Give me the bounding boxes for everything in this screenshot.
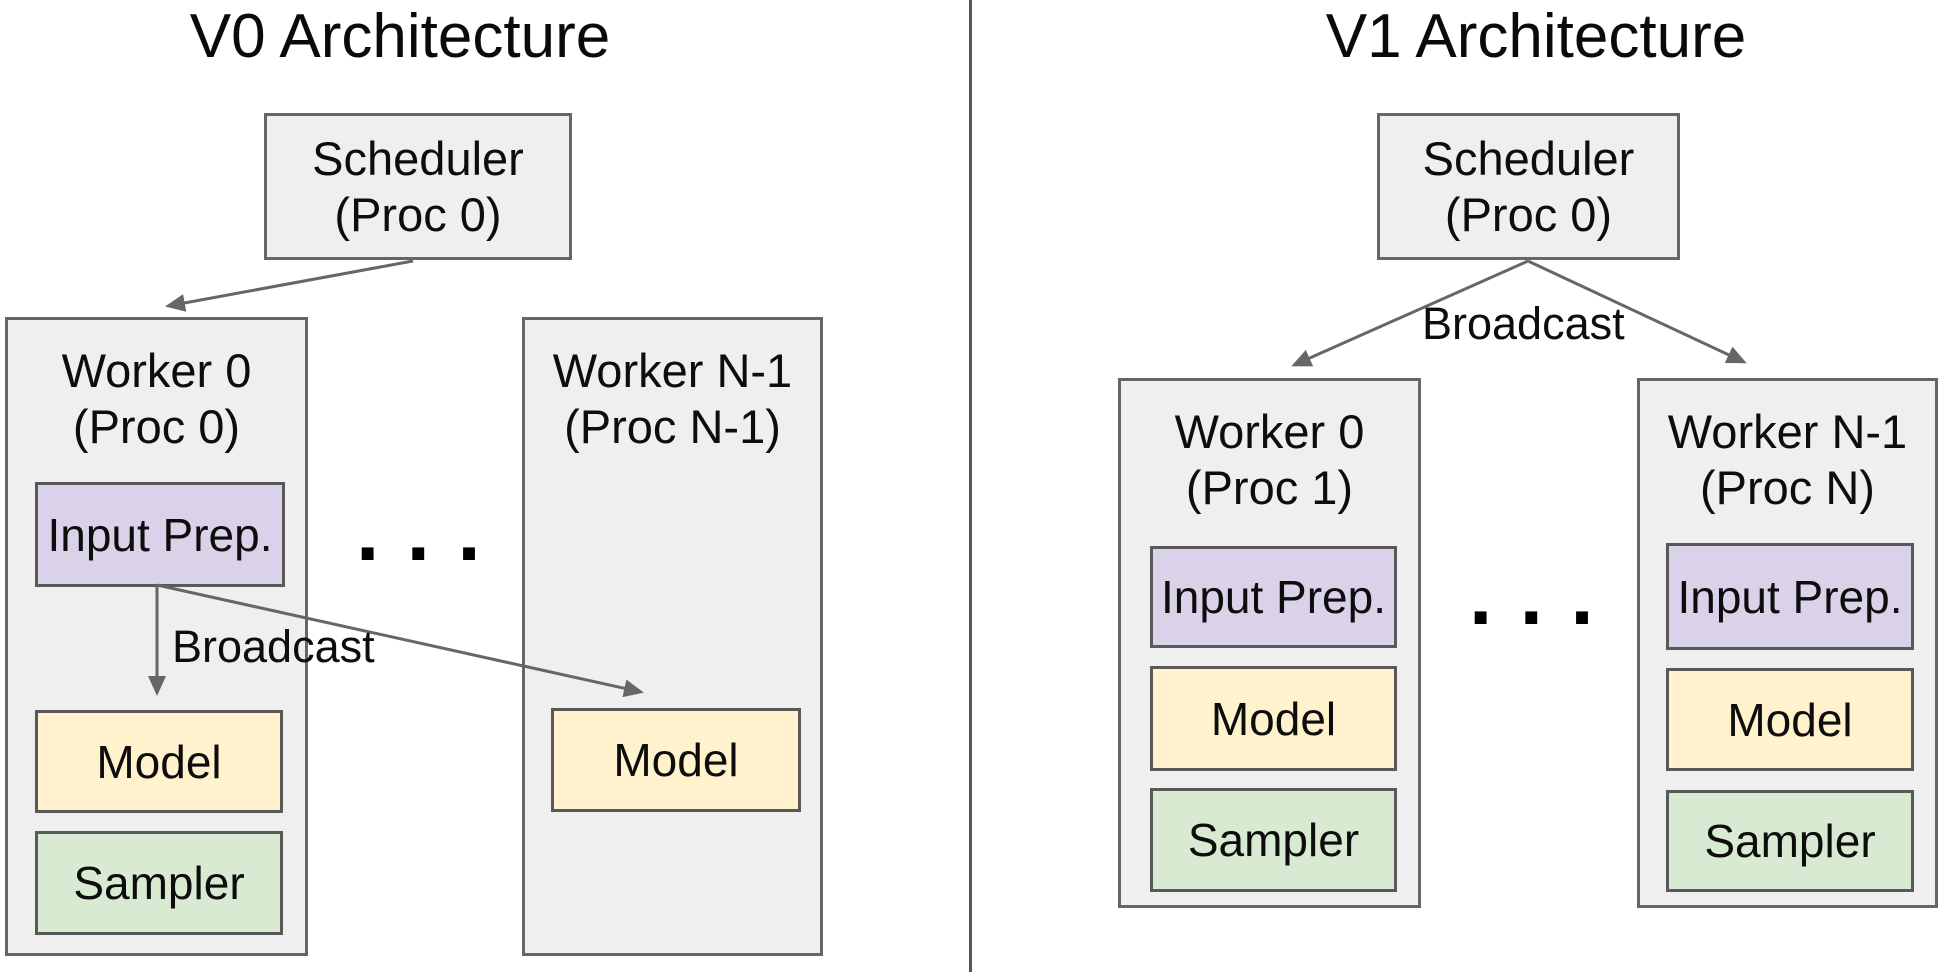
v0-scheduler-label-line2: (Proc 0): [334, 187, 502, 241]
v0-workerN-label: Worker N-1 (Proc N-1): [525, 343, 820, 455]
v0-ellipsis-dots: . . .: [356, 484, 483, 578]
panel-divider: [969, 0, 972, 972]
v1-scheduler-label-line1: Scheduler: [1422, 131, 1635, 185]
v0-workerN-label-line2: (Proc N-1): [564, 400, 781, 453]
v1-worker0-sampler-box: Sampler: [1150, 788, 1397, 892]
v0-workerN-box: Worker N-1 (Proc N-1) Model: [522, 317, 823, 956]
v1-scheduler-label-line2: (Proc 0): [1444, 187, 1613, 241]
v1-worker0-box: Worker 0 (Proc 1) Input Prep. Model Samp…: [1118, 378, 1421, 908]
v0-workerN-label-line1: Worker N-1: [552, 344, 793, 397]
v1-worker0-input-prep-box: Input Prep.: [1150, 546, 1397, 648]
v1-workerN-label-line1: Worker N-1: [1667, 405, 1908, 458]
v1-worker0-label: Worker 0 (Proc 1): [1121, 404, 1418, 516]
v1-title: V1 Architecture: [1325, 2, 1747, 71]
v1-workerN-label-line2: (Proc N): [1700, 461, 1875, 514]
v1-workerN-model-box: Model: [1666, 668, 1914, 771]
v1-worker0-model-box: Model: [1150, 666, 1397, 771]
v1-scheduler-box: Scheduler (Proc 0): [1377, 113, 1680, 260]
v0-worker0-model-box: Model: [35, 710, 283, 813]
v0-worker0-input-prep-box: Input Prep.: [35, 482, 285, 587]
v0-title: V0 Architecture: [189, 2, 611, 71]
v0-arrow-scheduler-to-worker0: [165, 259, 414, 312]
v1-ellipsis-dots: . . .: [1469, 548, 1596, 642]
v0-scheduler-box: Scheduler (Proc 0): [264, 113, 572, 260]
v1-workerN-box: Worker N-1 (Proc N) Input Prep. Model Sa…: [1637, 378, 1938, 908]
v1-worker0-label-line1: Worker 0: [1174, 405, 1365, 458]
v0-worker0-label-line1: Worker 0: [61, 344, 252, 397]
v1-workerN-label: Worker N-1 (Proc N): [1640, 404, 1935, 516]
v1-workerN-sampler-box: Sampler: [1666, 790, 1914, 892]
v0-worker0-label-line2: (Proc 0): [72, 400, 241, 453]
v0-worker0-label: Worker 0 (Proc 0): [8, 343, 305, 455]
v0-broadcast-label: Broadcast: [172, 621, 375, 672]
v1-broadcast-label: Broadcast: [1422, 298, 1625, 349]
v0-scheduler-label-line1: Scheduler: [312, 131, 524, 185]
v0-worker0-sampler-box: Sampler: [35, 831, 283, 935]
v1-worker0-label-line2: (Proc 1): [1185, 461, 1354, 514]
v1-workerN-input-prep-box: Input Prep.: [1666, 543, 1914, 650]
v0-workerN-model-box: Model: [551, 708, 801, 812]
